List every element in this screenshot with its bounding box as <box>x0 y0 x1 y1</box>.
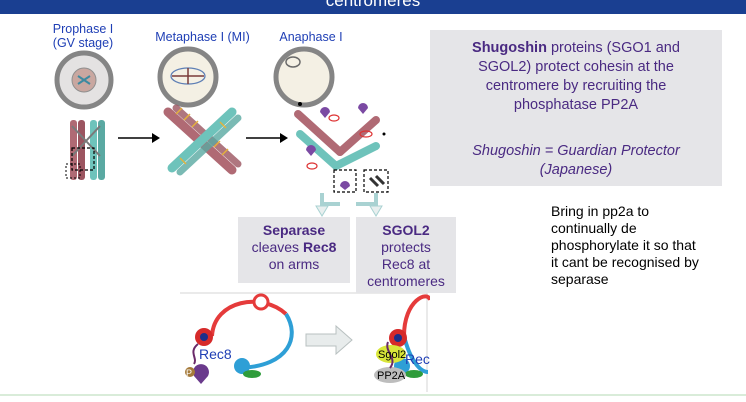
anaphase-chromosomes <box>294 102 389 193</box>
panel-transition-arrow <box>305 324 353 356</box>
translation-line2: (Japanese) <box>539 162 613 178</box>
stage-arrow-2 <box>246 133 288 143</box>
separase-pointer-arrow <box>315 193 340 217</box>
sgol2-line4: centromeres <box>367 273 445 289</box>
sgol2-line2: protects <box>381 239 431 255</box>
shugoshin-description: Shugoshin proteins (SGO1 and SGOL2) prot… <box>436 39 716 115</box>
rec8-label-left: Rec8 <box>199 346 232 362</box>
stage-arrow-1 <box>118 133 160 143</box>
note-line2: continually de <box>551 220 637 236</box>
sgol2-line3: Rec8 at <box>381 256 431 272</box>
prophase-oocyte <box>54 50 114 110</box>
title-banner <box>0 0 746 14</box>
prophase-label-line2: (GV stage) <box>52 36 114 50</box>
rec8-term: Rec8 <box>302 239 337 255</box>
info-line2: SGOL2) protect cohesin at the <box>478 59 674 75</box>
metaphase-bivalent <box>163 104 242 176</box>
shugoshin-term: Shugoshin <box>472 40 547 56</box>
prophase-bivalent <box>65 120 105 180</box>
cohesin-panel-left <box>185 293 294 384</box>
separase-line2: cleaves <box>251 239 303 255</box>
sgol2-term: SGOL2 <box>382 222 430 238</box>
page-title: centromeres <box>325 0 421 10</box>
shugoshin-translation: Shugoshin = Guardian Protector (Japanese… <box>436 142 716 180</box>
separase-term: Separase <box>262 222 326 238</box>
separase-line3: on arms <box>268 256 320 272</box>
info-line3: centromere by recruiting the <box>485 78 667 94</box>
metaphase-label: Metaphase I (MI) <box>155 30 250 44</box>
separase-box: Separase cleaves Rec8 on arms <box>238 217 350 283</box>
handwritten-note: Bring in pp2a to continually de phosphor… <box>551 203 741 288</box>
meiosis-diagram: Rec8 P Sgol2 PP2A Rec8 <box>54 46 430 392</box>
rec8-label-right: Rec8 <box>405 351 430 367</box>
shugoshin-info-box: Shugoshin proteins (SGO1 and SGOL2) prot… <box>430 30 722 186</box>
cohesin-panel-right <box>374 294 430 383</box>
prophase-label-line1: Prophase I <box>52 22 114 36</box>
anaphase-oocyte <box>273 46 335 108</box>
note-line4: it cant be recognised by <box>551 254 699 270</box>
pp2a-label: PP2A <box>377 370 406 382</box>
sgol2-box: SGOL2 protects Rec8 at centromeres <box>356 217 456 293</box>
note-line5: separase <box>551 271 609 287</box>
metaphase-oocyte <box>157 46 219 108</box>
anaphase-label: Anaphase I <box>279 30 343 44</box>
info-line1: proteins (SGO1 and <box>546 40 680 56</box>
sgol2-pointer-arrow <box>356 193 383 217</box>
info-line4: phosphatase PP2A <box>513 97 639 113</box>
note-line3: phosphorylate it so that <box>551 237 696 253</box>
bottom-divider <box>0 394 746 396</box>
note-line1: Bring in pp2a to <box>551 203 650 219</box>
sgol2-label: Sgol2 <box>378 349 406 361</box>
prophase-label: Prophase I (GV stage) <box>38 22 128 50</box>
translation-line1: Shugoshin = Guardian Protector <box>472 143 680 159</box>
phosphate-label: P <box>186 368 192 378</box>
